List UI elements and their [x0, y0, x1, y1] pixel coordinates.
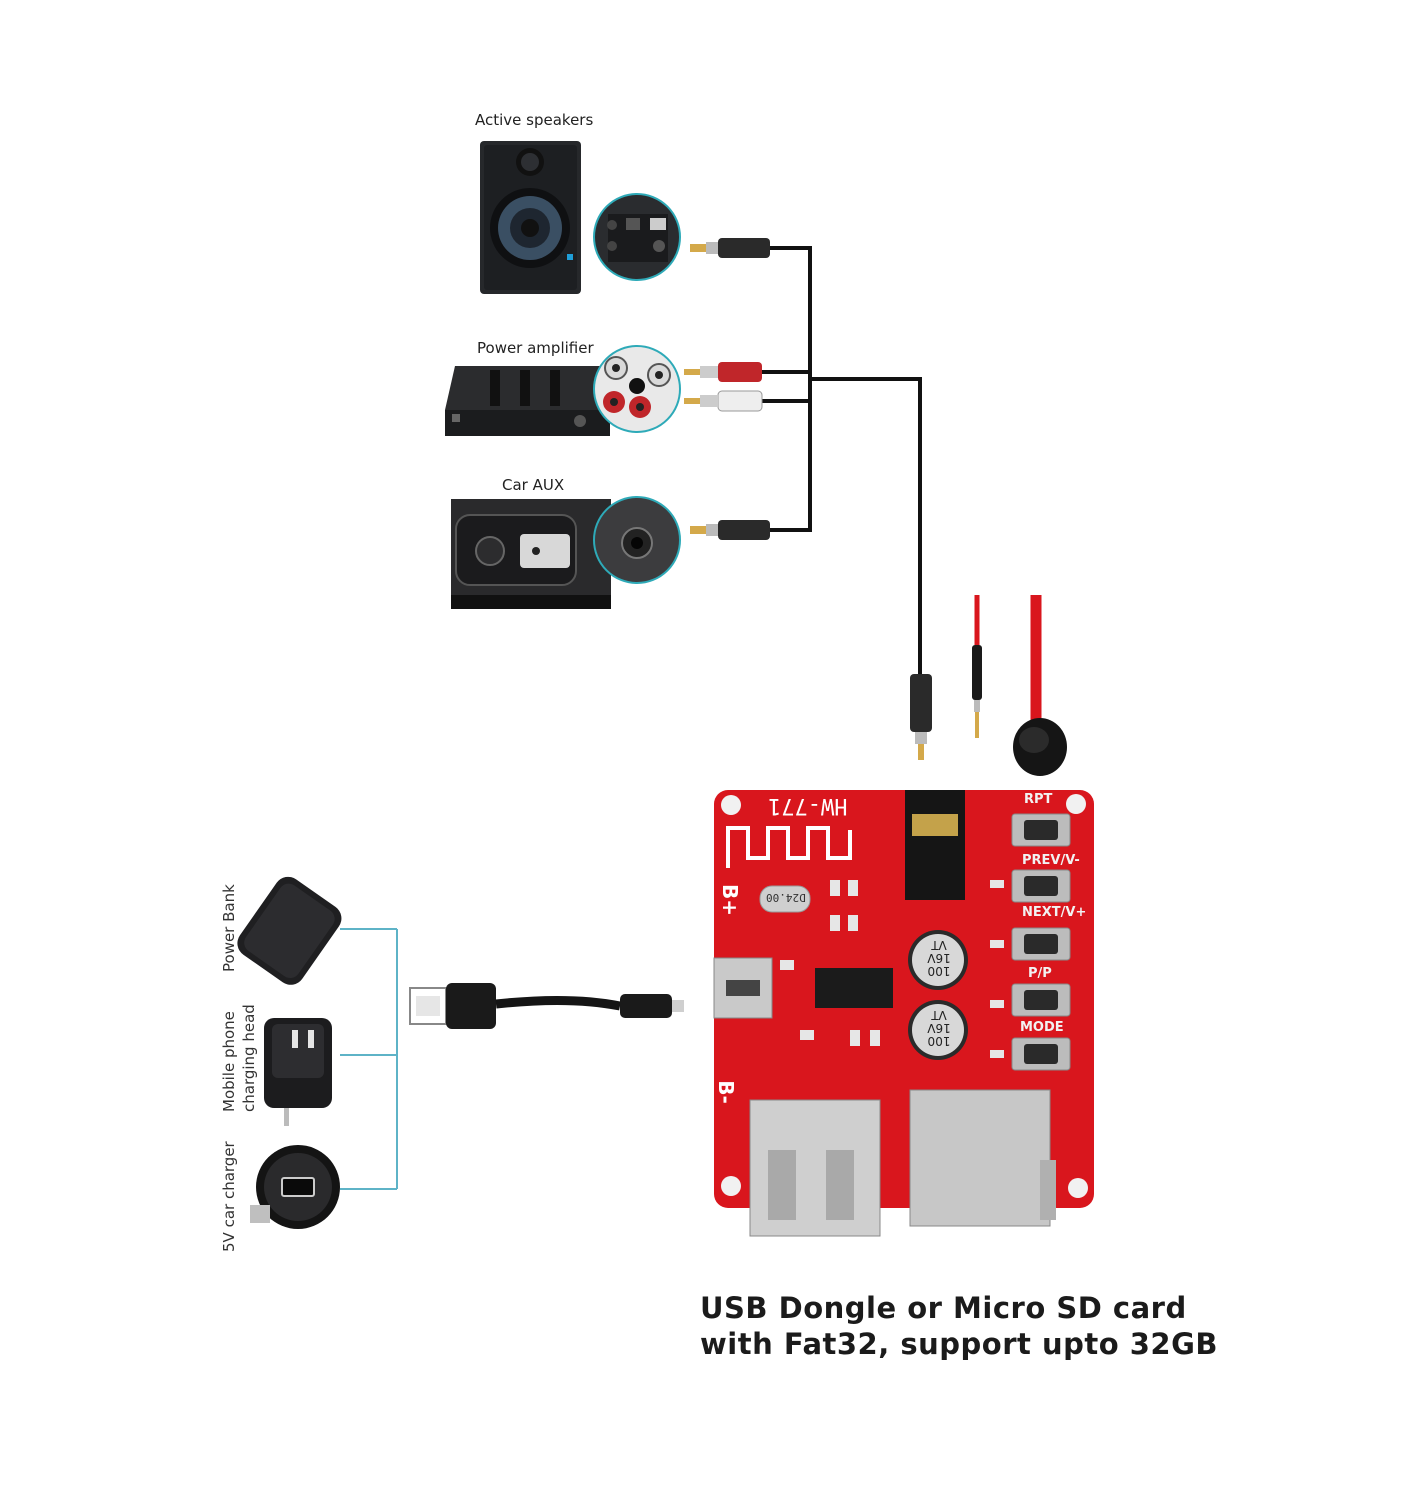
- active-speaker-icon: [480, 141, 581, 294]
- board-b-plus-label: B+: [718, 883, 743, 917]
- power-amplifier-icon: [445, 366, 610, 436]
- power-bank-label: Power Bank: [220, 884, 238, 972]
- audio-plug-board-icon: [910, 674, 932, 760]
- red-cable-plug-icon: [972, 595, 982, 738]
- active-speakers-label: Active speakers: [475, 111, 594, 129]
- rca-jack-closeup-icon: [593, 345, 681, 433]
- capacitor-1-voltage: 16V: [927, 951, 951, 965]
- audio-plug-aux-icon: [690, 520, 770, 540]
- power-bank-icon: [237, 876, 342, 985]
- button-label-next: NEXT/V+: [1022, 905, 1087, 920]
- phone-charger-icon: [264, 1018, 332, 1126]
- capacitor-2-voltage: 16V: [927, 1021, 951, 1035]
- rca-plug-white-icon: [684, 390, 763, 412]
- board-b-minus-label: B-: [713, 1080, 738, 1104]
- capacitor-1-brand: VT: [931, 938, 947, 952]
- car-aux-label: Car AUX: [502, 476, 565, 494]
- capacitor-2-label: 100 16V VT: [923, 1008, 955, 1048]
- board-model-label: HW-771: [768, 793, 848, 818]
- car-charger-label: 5V car charger: [220, 1141, 238, 1252]
- aux-port-closeup-icon: [593, 496, 681, 584]
- phone-charger-label-line1: Mobile phone: [220, 1011, 238, 1112]
- button-label-prev: PREV/V-: [1022, 853, 1080, 868]
- car-aux-icon: [451, 499, 611, 609]
- capacitor-1-value: 100: [927, 964, 951, 978]
- caption-line-2: with Fat32, support upto 32GB: [700, 1327, 1219, 1361]
- red-cable-sensor-icon: [1013, 595, 1067, 776]
- phone-charger-label-line2: charging head: [240, 1004, 258, 1112]
- button-label-play-pause: P/P: [1028, 966, 1052, 981]
- button-label-rpt: RPT: [1024, 792, 1053, 807]
- speaker-jack-closeup-icon: [593, 193, 681, 281]
- caption-line-1: USB Dongle or Micro SD card: [700, 1291, 1187, 1325]
- storage-caption: USB Dongle or Micro SD card with Fat32, …: [700, 1290, 1300, 1362]
- rca-plug-red-icon: [684, 362, 762, 382]
- audio-plug-speaker-icon: [690, 238, 770, 258]
- capacitor-2-brand: VT: [931, 1008, 947, 1022]
- power-connector-lines: [340, 928, 398, 1190]
- car-charger-icon: [250, 1145, 340, 1229]
- capacitor-2-value: 100: [927, 1034, 951, 1048]
- crystal-label: D24.00: [766, 891, 806, 904]
- audio-splitter-cable: [760, 246, 922, 675]
- mp3-decoder-board: [713, 790, 1094, 1237]
- capacitor-1-label: 100 16V VT: [923, 938, 955, 978]
- power-amplifier-label: Power amplifier: [477, 339, 594, 357]
- usb-cable-icon: [409, 983, 684, 1029]
- button-label-mode: MODE: [1020, 1020, 1064, 1035]
